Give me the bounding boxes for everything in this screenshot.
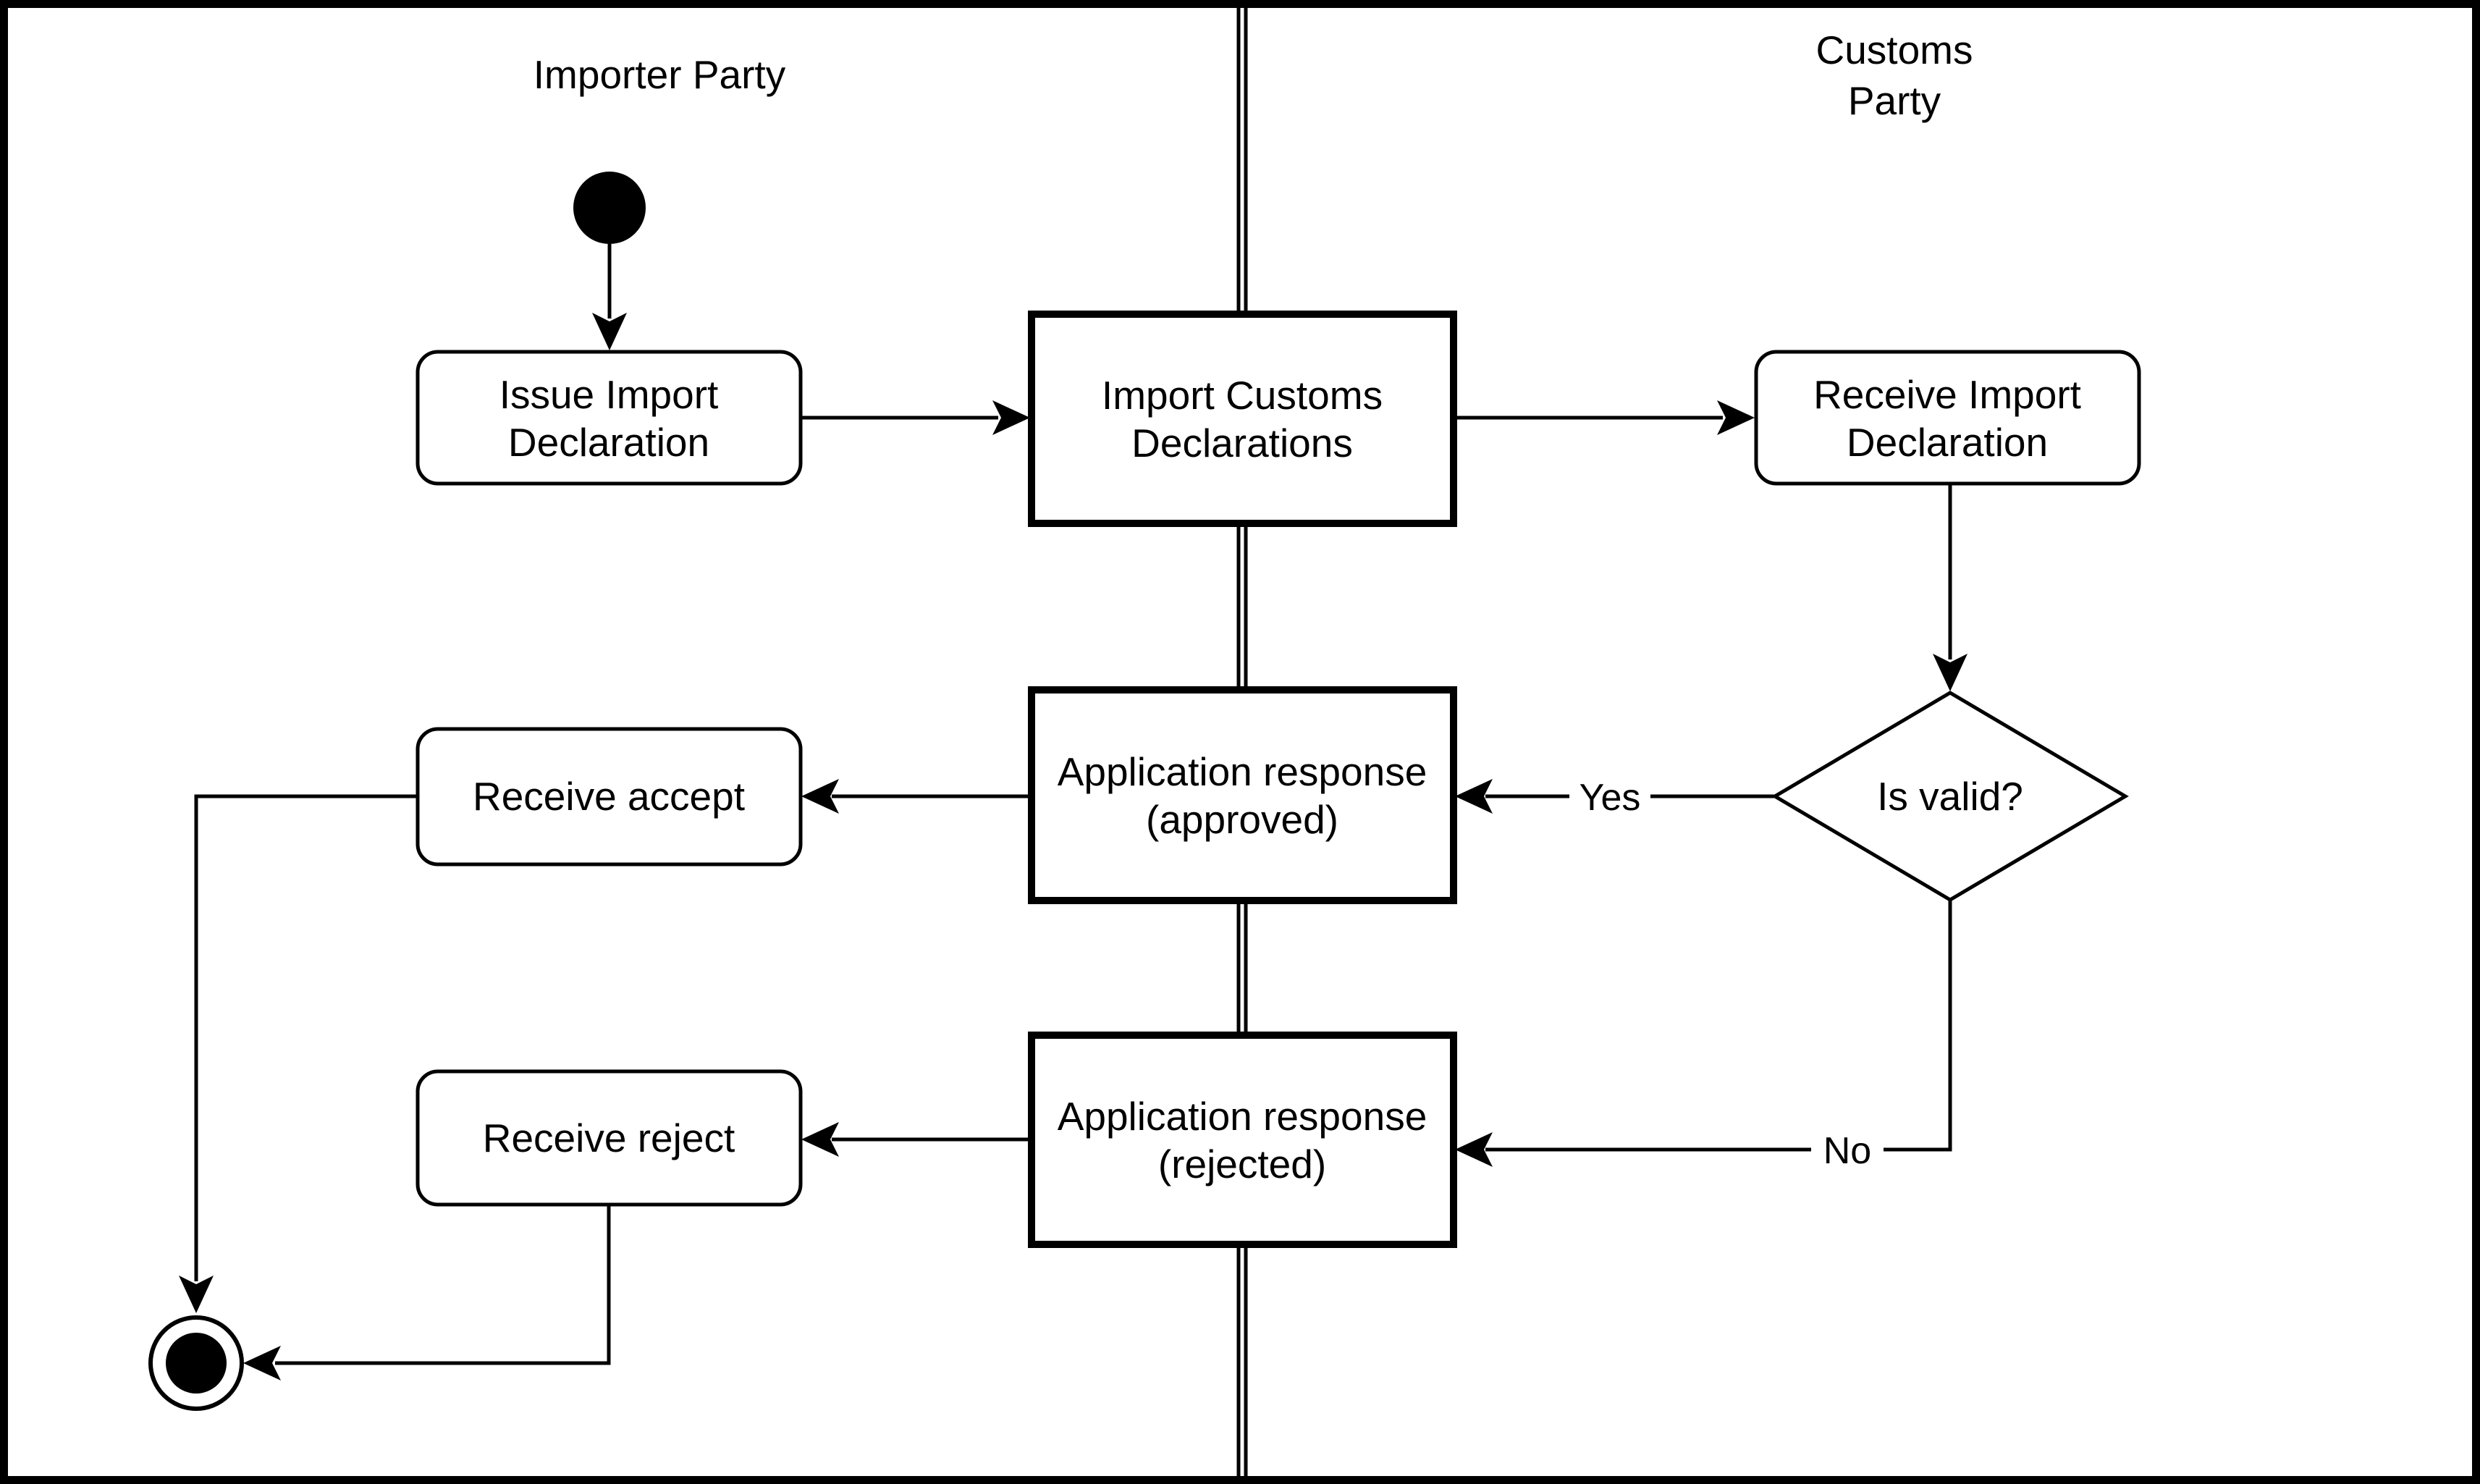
node-receive-import-declaration-shape (1754, 350, 2141, 486)
node-receive-reject-label: Receive reject (483, 1116, 735, 1160)
arrowhead-decision-yes (1455, 779, 1493, 814)
node-issue-import-declaration-shape (416, 350, 803, 486)
arrowhead-start-to-issue (592, 313, 627, 350)
edge-label-yes: Yes (1579, 777, 1641, 819)
node-receive-accept-label: Receive accept (473, 774, 745, 819)
node-issue-import-declaration-label-line1: Issue Import (499, 372, 719, 417)
arrowhead-receive-import-to-decision (1933, 654, 1967, 691)
node-import-customs-declarations-label-line1: Import Customs (1102, 373, 1383, 418)
lane-title-importer: Importer Party (533, 52, 786, 97)
node-application-response-rejected-label-line1: Application response (1058, 1094, 1427, 1139)
initial-node (573, 172, 646, 244)
final-node-inner-disc (166, 1333, 227, 1394)
arrowhead-approved-to-receive-accept (801, 779, 839, 814)
no-label-background (1811, 1125, 1884, 1173)
node-receive-reject: Receive reject (416, 1069, 803, 1207)
node-application-response-approved-shape (1028, 686, 1457, 904)
node-receive-accept-shape (416, 727, 803, 867)
decision-is-valid: Is valid? (1771, 691, 2129, 902)
decision-is-valid-label: Is valid? (1877, 774, 2023, 819)
final-node (148, 1315, 244, 1411)
node-application-response-rejected-label-line2: (rejected) (1158, 1142, 1326, 1186)
arrowhead-issue-to-import-customs (992, 400, 1030, 435)
node-application-response-rejected-shape (1028, 1032, 1457, 1248)
node-receive-import-declaration: Receive Import Declaration (1754, 350, 2141, 486)
yes-label-background (1569, 772, 1650, 819)
lane-title-customs-line1: Customs (1816, 28, 1973, 72)
arrowhead-receive-reject-to-end (243, 1346, 281, 1380)
node-import-customs-declarations-label-line2: Declarations (1131, 421, 1353, 465)
node-import-customs-declarations: Import Customs Declarations (1028, 311, 1457, 527)
arrowhead-rejected-to-receive-reject (801, 1122, 839, 1157)
node-application-response-approved: Application response (approved) (1028, 686, 1457, 904)
edge-receive-accept-to-end (194, 794, 418, 1281)
lane-title-customs-line2: Party (1848, 78, 1941, 123)
decision-is-valid-shape (1771, 691, 2129, 902)
edge-label-no: No (1823, 1130, 1871, 1172)
node-import-customs-declarations-shape (1028, 311, 1457, 527)
arrowhead-receive-accept-to-end (179, 1276, 214, 1313)
arrowhead-import-customs-to-receive-import (1717, 400, 1755, 435)
edge-receive-reject-to-end (275, 1205, 611, 1365)
node-application-response-rejected: Application response (rejected) (1028, 1032, 1457, 1248)
node-application-response-approved-label-line2: (approved) (1146, 797, 1338, 842)
arrowhead-decision-no (1455, 1132, 1493, 1167)
node-receive-import-declaration-label-line2: Declaration (1847, 420, 2048, 465)
node-application-response-approved-label-line1: Application response (1058, 749, 1427, 794)
node-receive-accept: Receive accept (416, 727, 803, 867)
node-receive-reject-shape (416, 1069, 803, 1207)
node-issue-import-declaration-label-line2: Declaration (508, 420, 709, 465)
node-issue-import-declaration: Issue Import Declaration (416, 350, 803, 486)
node-receive-import-declaration-label-line1: Receive Import (1813, 372, 2081, 417)
edge-decision-no (1485, 900, 1952, 1152)
